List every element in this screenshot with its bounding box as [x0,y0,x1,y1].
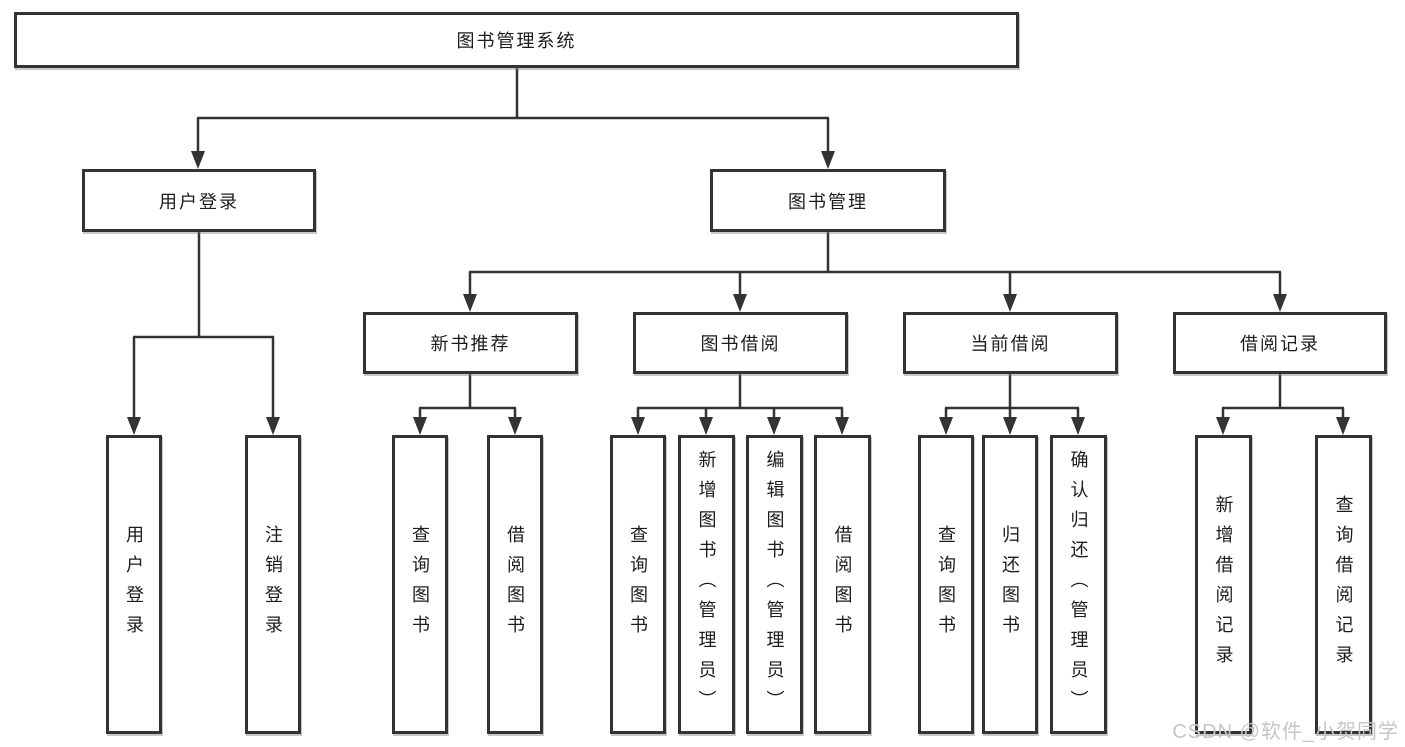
leaf-add-books-admin-label: 新增图书（管理员） [696,449,717,720]
node-root: 图书管理系统 [14,12,1019,68]
leaf-recommend-borrow-books-label: 借阅图书 [505,524,525,645]
leaf-recommend-query-books: 查询图书 [392,435,448,734]
leaf-recommend-query-books-label: 查询图书 [410,524,430,645]
leaf-user-login-label: 用户登录 [124,524,144,645]
node-book-management-label: 图书管理 [788,191,868,212]
node-book-management: 图书管理 [710,169,946,232]
leaf-query-borrow-record-label: 查询借阅记录 [1333,494,1354,675]
node-book-borrow-label: 图书借阅 [700,334,781,354]
leaf-edit-books-admin-label: 编辑图书（管理员） [764,449,785,720]
leaf-add-books-admin: 新增图书（管理员） [678,435,735,734]
leaf-confirm-return-admin-label: 确认归还（管理员） [1068,449,1089,720]
node-book-borrow: 图书借阅 [633,312,848,374]
leaf-borrow-books-label: 借阅图书 [832,524,853,645]
node-current-borrow: 当前借阅 [903,312,1118,374]
leaf-add-borrow-record-label: 新增借阅记录 [1213,494,1234,675]
node-new-book-recommend-label: 新书推荐 [430,334,511,354]
leaf-borrow-query-books: 查询图书 [610,435,666,734]
leaf-recommend-borrow-books: 借阅图书 [487,435,543,734]
leaf-edit-books-admin: 编辑图书（管理员） [746,435,803,734]
leaf-current-query-books: 查询图书 [918,435,974,734]
leaf-user-login: 用户登录 [106,435,162,734]
leaf-borrow-query-books-label: 查询图书 [628,524,648,645]
node-current-borrow-label: 当前借阅 [970,334,1051,354]
csdn-watermark: CSDN @软件_小贺同学 [1172,721,1399,743]
leaf-logout: 注销登录 [245,435,301,734]
leaf-return-books: 归还图书 [982,435,1038,734]
leaf-current-query-books-label: 查询图书 [936,524,956,645]
node-borrow-records: 借阅记录 [1173,312,1387,374]
node-user-login-label: 用户登录 [159,191,239,212]
leaf-add-borrow-record: 新增借阅记录 [1195,435,1252,734]
leaf-borrow-books: 借阅图书 [814,435,871,734]
node-user-login: 用户登录 [82,169,316,232]
node-borrow-records-label: 借阅记录 [1240,334,1320,354]
node-new-book-recommend: 新书推荐 [363,312,578,374]
leaf-query-borrow-record: 查询借阅记录 [1315,435,1372,734]
leaf-logout-label: 注销登录 [263,524,283,645]
leaf-return-books-label: 归还图书 [1000,524,1020,645]
node-root-label: 图书管理系统 [456,31,577,51]
leaf-confirm-return-admin: 确认归还（管理员） [1050,435,1107,734]
